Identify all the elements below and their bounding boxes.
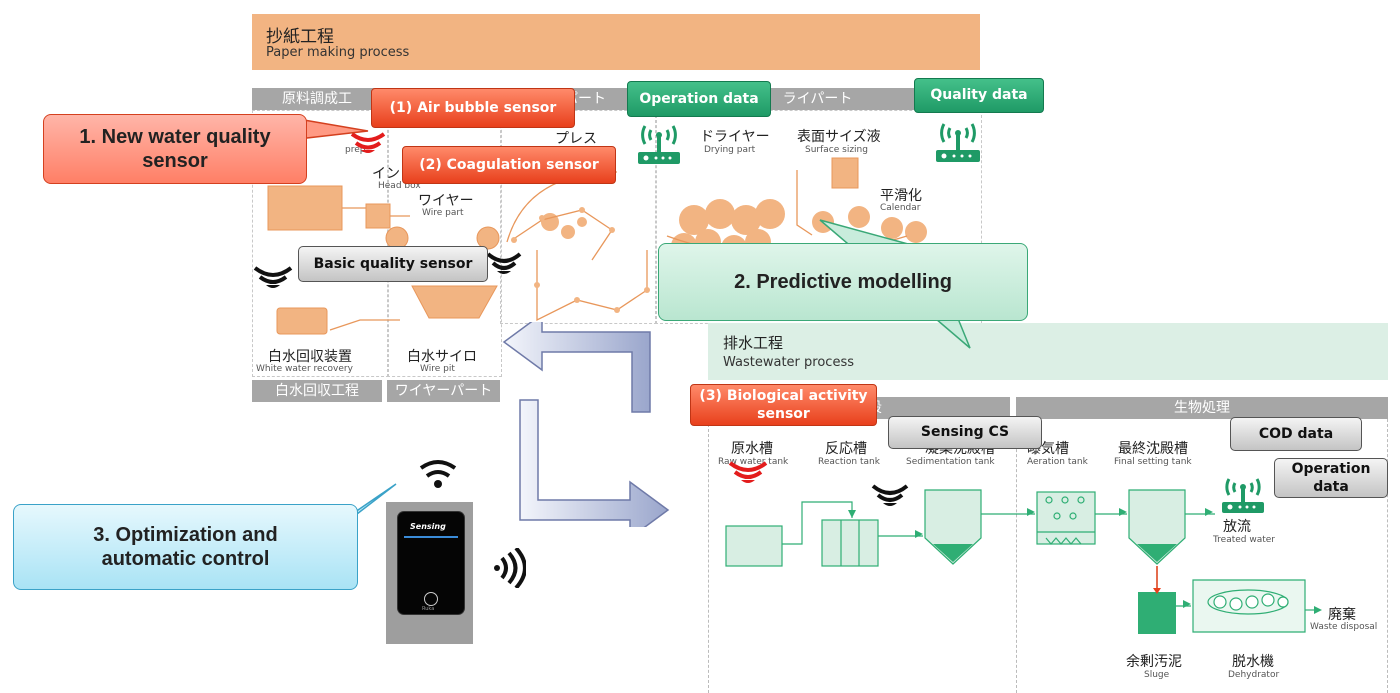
device-logo-label: Ruka <box>422 606 435 612</box>
tag-basic-quality-sensor: Basic quality sensor <box>298 246 488 282</box>
final-tank-label-jp: 最終沈殿槽 <box>1118 441 1188 457</box>
wastewater-header <box>708 323 1388 380</box>
inlet-label-en: Head box <box>378 181 421 191</box>
treated-water-label-en: Treated water <box>1213 535 1276 545</box>
dehydrator-label-jp: 脱水機 <box>1232 654 1274 670</box>
treated-water-label-jp: 放流 <box>1223 519 1251 535</box>
tag-coagulation-sensor: (2) Coagulation sensor <box>402 146 616 184</box>
paper-process-title-en: Paper making process <box>266 45 410 60</box>
device-logo-icon <box>424 592 438 606</box>
raw-tank-label-jp: 原水槽 <box>731 441 773 457</box>
raw-tank-label-en: Raw water tank <box>718 457 789 467</box>
sludge-label-en: Sluge <box>1144 670 1170 680</box>
callout-new-water-quality-sensor-text: 1. New water quality sensor <box>79 126 271 172</box>
sizing-label-en: Surface sizing <box>805 145 868 155</box>
divider-left <box>708 419 709 693</box>
device-light-strip <box>404 536 458 538</box>
device-body[interactable]: Sensing Ruka <box>398 512 464 614</box>
divider-mid <box>1016 419 1017 693</box>
wire-label-jp: ワイヤー <box>418 193 474 209</box>
wastewater-title-jp: 排水工程 <box>723 334 784 352</box>
tag-air-bubble-sensor: (1) Air bubble sensor <box>371 88 575 128</box>
dryer-label-en: Drying part <box>704 145 756 155</box>
final-tank-label-en: Final setting tank <box>1114 457 1192 467</box>
tag-biological-activity-sensor: (3) Biological activity sensor <box>690 384 877 426</box>
tag-cod-data: COD data <box>1230 417 1362 451</box>
red-signal-icon <box>350 132 386 153</box>
reaction-tank-label-jp: 反応槽 <box>825 441 867 457</box>
router-icon-quality <box>936 123 980 162</box>
loop-arrows <box>502 322 670 527</box>
tag-operation-data-2: Operation data <box>1274 458 1388 498</box>
callout-new-water-quality-sensor: 1. New water quality sensor <box>43 114 307 184</box>
aeration-tank-label-en: Aeration tank <box>1027 457 1088 467</box>
section-box-press <box>500 110 657 324</box>
wastewater-drawing <box>725 489 1322 634</box>
black-signal-icon-mid <box>486 252 522 274</box>
router-icon-treated <box>1222 478 1264 513</box>
stock-prep-label: prep. <box>345 145 369 155</box>
wastewater-title-en: Wastewater process <box>723 355 854 370</box>
white-water-recovery-label-en: White water recovery <box>256 364 353 374</box>
bar-white-water-recovery: 白水回収工程 <box>252 380 382 402</box>
calendar-label-jp: 平滑化 <box>880 188 922 204</box>
sedimentation-tank-label-en: Sedimentation tank <box>906 457 995 467</box>
callout-optimization-control-text: 3. Optimization and automatic control <box>93 524 278 570</box>
tag-sensing-cs: Sensing CS <box>888 416 1042 449</box>
callout-predictive-modelling-text: 2. Predictive modelling <box>734 270 952 293</box>
tag-operation-data: Operation data <box>627 81 771 117</box>
black-signal-icon-left <box>253 266 293 288</box>
wire-pit-label-en: Wire pit <box>420 364 455 374</box>
sludge-label-jp: 余剰汚泥 <box>1126 654 1182 670</box>
red-signal-icon-raw <box>728 461 768 483</box>
tag-quality-data: Quality data <box>914 78 1044 113</box>
sizing-label-jp: 表面サイズ液 <box>797 129 881 145</box>
black-signal-icon-reaction <box>871 484 909 506</box>
dehydrator-label-en: Dehydrator <box>1228 670 1280 680</box>
router-icon-operation <box>638 125 680 164</box>
wifi-icon <box>419 460 457 488</box>
callout-predictive-modelling: 2. Predictive modelling <box>658 243 1028 321</box>
wire-label-en: Wire part <box>422 208 464 218</box>
reaction-tank-label-en: Reaction tank <box>818 457 880 467</box>
nfc-signal-icon <box>494 548 526 588</box>
white-water-recovery-label-jp: 白水回収装置 <box>268 349 352 365</box>
callout-1-tail <box>297 118 369 140</box>
divider-right <box>1387 419 1388 693</box>
callout-optimization-control: 3. Optimization and automatic control <box>13 504 358 590</box>
press-label-jp: プレス <box>555 131 597 147</box>
paper-process-title-jp: 抄紙工程 <box>266 27 334 47</box>
bar-biological-treatment: 生物処理 <box>1016 397 1388 419</box>
calendar-label-en: Calendar <box>880 203 921 213</box>
paper-process-header <box>252 14 980 70</box>
bar-wire-part: ワイヤーパート <box>387 380 500 402</box>
device-brand-label: Sensing <box>410 522 446 531</box>
waste-disposal-label-en: Waste disposal <box>1310 622 1378 632</box>
dryer-label-jp: ドライヤー <box>700 129 770 145</box>
wire-pit-label-jp: 白水サイロ <box>407 349 477 365</box>
waste-disposal-label-jp: 廃棄 <box>1328 607 1356 623</box>
section-bar-stock: 原料調成工 <box>252 88 382 110</box>
